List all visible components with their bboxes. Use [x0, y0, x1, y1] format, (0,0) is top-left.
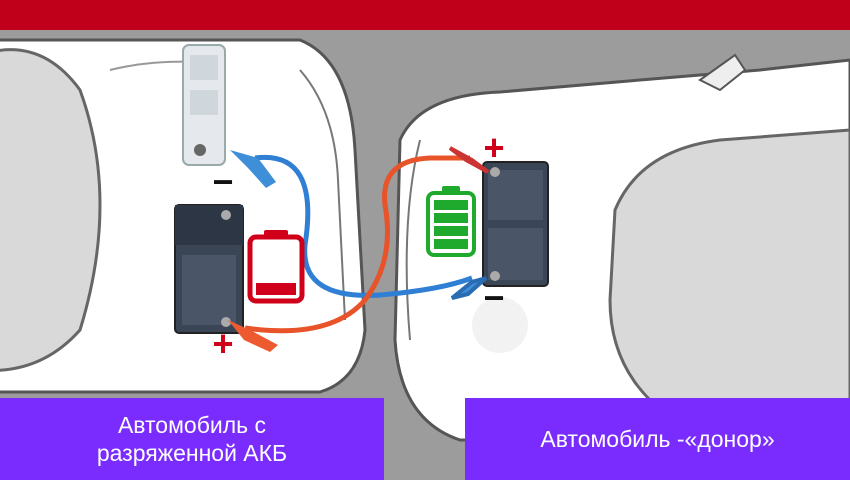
cables — [244, 154, 473, 334]
red-clamp-right — [448, 146, 490, 174]
right-car — [393, 53, 850, 442]
top-banner — [0, 0, 850, 30]
left-battery — [174, 204, 244, 334]
fuse-block — [182, 44, 226, 166]
right-battery — [482, 161, 549, 287]
negative-cable — [254, 154, 473, 298]
discharged-car-label-text: Автомобиль с разряженной АКБ — [96, 412, 288, 466]
plus-sign-left: + — [212, 323, 233, 364]
discharged-car-label: Автомобиль с разряженной АКБ — [0, 398, 384, 480]
positive-cable — [244, 155, 470, 334]
red-clamp-left — [228, 320, 278, 352]
blue-clamp-right — [450, 276, 488, 300]
minus-sign-right: − — [483, 277, 504, 318]
headlight — [472, 297, 528, 353]
plus-sign-right: + — [483, 127, 504, 168]
minus-sign-left: − — [212, 161, 233, 202]
donor-car-label: Автомобиль -«донор» — [465, 398, 850, 480]
donor-car-label-text: Автомобиль -«донор» — [540, 426, 775, 452]
battery-low-icon — [247, 230, 305, 304]
blue-clamp-left — [230, 150, 276, 188]
clamps — [228, 146, 490, 352]
battery-full-icon — [426, 186, 476, 257]
